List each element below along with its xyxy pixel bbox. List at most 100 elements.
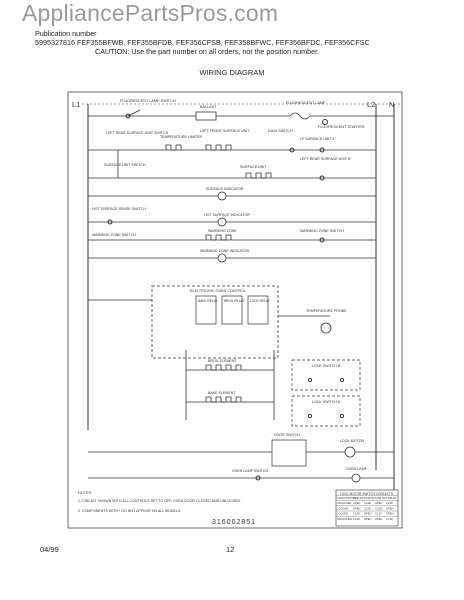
warming-zone-switch-icon: [319, 237, 325, 243]
fl-switch-contact-icon: [125, 113, 131, 119]
table-header-cell: COM-NO: [375, 496, 386, 500]
table-cell: OPEN: [364, 517, 371, 521]
table-cell: OPEN: [353, 501, 360, 505]
hot-surface-indicator-icon: [217, 217, 227, 227]
svg-text:NOTES:: NOTES:: [78, 491, 92, 495]
table-cell: OPEN: [386, 506, 393, 510]
svg-text:BROIL RELAY: BROIL RELAY: [224, 299, 245, 303]
table-cell: CLSD: [364, 501, 371, 505]
svg-text:WARMING ZONE SWITCH: WARMING ZONE SWITCH: [300, 229, 344, 233]
electronic-oven-control: ELECTRONIC OVEN CONTROL BAKE RELAY BROIL…: [88, 285, 347, 359]
lock-switches: LOCK SWITCH B LOCK SWITCH A: [291, 359, 361, 427]
watermark: AppliancePartsPros.com: [22, 0, 279, 26]
svg-text:WARMING ZONE INDICATOR: WARMING ZONE INDICATOR: [200, 249, 249, 253]
svg-text:TEMPERATURE LIMITER: TEMPERATURE LIMITER: [160, 135, 202, 139]
svg-text:LEFT REAR SURFACE UNIT SWITCH: LEFT REAR SURFACE UNIT SWITCH: [106, 131, 169, 135]
svg-text:SURFACE UNIT SWITCH: SURFACE UNIT SWITCH: [104, 163, 146, 167]
lf-unit-element-icon: [205, 144, 232, 151]
svg-text:OVEN LAMP SWITCH: OVEN LAMP SWITCH: [232, 469, 268, 473]
table-cell: CLSD: [353, 517, 360, 521]
svg-text:FLUORESCENT STARTER: FLUORESCENT STARTER: [318, 125, 365, 129]
oven-lamp-switch-icon: [255, 475, 261, 481]
table-cell: LOCKING: [337, 506, 349, 510]
svg-text:SURFACE UNIT: SURFACE UNIT: [240, 165, 267, 169]
svg-text:DUAL SWITCH: DUAL SWITCH: [268, 129, 293, 133]
surface-unit-element-icon: [245, 172, 272, 179]
table-cell: CLSD: [375, 512, 382, 516]
lock-motor-table: LOCK MOTOR SWITCH CONTACTS CAM POSITIONC…: [335, 489, 399, 527]
diagram-frame: [67, 91, 403, 529]
table-title: LOCK MOTOR SWITCH CONTACTS: [340, 492, 393, 496]
table-cell: CLSD: [386, 501, 393, 505]
svg-text:BAKE ELEMENT: BAKE ELEMENT: [208, 391, 236, 395]
svg-text:BALLAST: BALLAST: [200, 105, 217, 109]
svg-text:BROIL ELEMENT: BROIL ELEMENT: [208, 359, 237, 363]
svg-text:2. COMPONENTS WITH * DO NOT AP: 2. COMPONENTS WITH * DO NOT APPEAR ON AL…: [78, 509, 181, 513]
temp-limiter-icon: [165, 144, 182, 151]
svg-text:LOCK MOTOR: LOCK MOTOR: [340, 439, 364, 443]
svg-text:HOT SURFACE SENSE SWITCH: HOT SURFACE SENSE SWITCH: [92, 207, 146, 211]
svg-text:LF SURFACE UNIT 6": LF SURFACE UNIT 6": [300, 137, 336, 141]
broil-element-icon: [205, 364, 242, 371]
oven-lamp-circuit: OVEN LAMP SWITCH OVEN LAMP: [88, 467, 394, 483]
svg-text:FLUORESCENT LAMP SWITCH: FLUORESCENT LAMP SWITCH: [120, 99, 176, 103]
label-n: N: [389, 100, 394, 109]
svg-text:DOOR SWITCH: DOOR SWITCH: [274, 433, 300, 437]
diagram-notes: NOTES: 1. CIRCUIT SHOWN WITH ALL CONTROL…: [78, 491, 241, 513]
fl-starter-icon: [322, 119, 328, 125]
table-cell: OPEN: [386, 512, 393, 516]
svg-text:LEFT REAR SURFACE UNIT 6": LEFT REAR SURFACE UNIT 6": [300, 157, 352, 161]
door-switch-icon: [271, 439, 307, 467]
table-header-cell: COM-NC: [386, 496, 397, 500]
surface-indicator-icon: [217, 191, 227, 201]
hot-surface-switch-icon: [107, 219, 113, 225]
temp-probe-icon: [320, 322, 332, 334]
fl-lamp-icon: [289, 112, 311, 120]
table-cell: LOCKED: [337, 512, 348, 516]
table-cell: CLSD: [353, 512, 360, 516]
label-l2: L2: [367, 100, 375, 109]
warming-zone-element-icon: [205, 234, 232, 241]
lock-relay-icon: [247, 295, 269, 325]
table-cell: OPEN: [375, 501, 382, 505]
broil-relay-icon: [221, 295, 243, 325]
diagram-title: WIRING DIAGRAM: [199, 68, 265, 77]
svg-text:WARMING ZONE SWITCH: WARMING ZONE SWITCH: [92, 233, 136, 237]
svg-text:OVEN LAMP: OVEN LAMP: [346, 467, 368, 471]
lock-motor-icon: [344, 446, 356, 458]
svg-text:SURFACE INDICATOR: SURFACE INDICATOR: [206, 187, 244, 191]
footer-page: 12: [226, 545, 235, 554]
ballast-icon: [195, 111, 217, 121]
table-cell: CLSD: [386, 517, 393, 521]
caution-text: CAUTION: Use the part number on all orde…: [95, 47, 320, 56]
left-surface-circuit: LEFT REAR SURFACE UNIT SWITCH TEMPERATUR…: [88, 129, 376, 181]
svg-text:LEFT FRONT SURFACE UNIT: LEFT FRONT SURFACE UNIT: [200, 129, 250, 133]
publication-number: Publication number: [35, 29, 97, 38]
svg-text:BAKE RELAY: BAKE RELAY: [198, 299, 218, 303]
indicator-circuits: SURFACE INDICATOR HOT SURFACE SENSE SWIT…: [88, 187, 376, 263]
oven-lamp-icon: [351, 473, 361, 483]
svg-text:FLUORESCENT LAMP: FLUORESCENT LAMP: [286, 101, 326, 105]
dual-switch-icon: [289, 147, 295, 153]
svg-text:WARMING ZONE: WARMING ZONE: [208, 229, 237, 233]
oven-elements: BROIL ELEMENT BAKE ELEMENT: [185, 350, 275, 420]
part-number: 316002851: [212, 519, 256, 526]
table-header-cell: COM-NC: [364, 496, 375, 500]
table-cell: UNLOCKED: [337, 501, 352, 505]
svg-text:LOCK SWITCH A: LOCK SWITCH A: [312, 400, 341, 404]
warming-zone-indicator-icon: [217, 253, 227, 263]
table-cell: CLSD: [375, 506, 382, 510]
footer-date: 04/99: [40, 545, 59, 554]
table-cell: UNLOCKING: [337, 517, 352, 521]
bake-relay-icon: [195, 295, 217, 325]
svg-text:1. CIRCUIT SHOWN WITH ALL CONT: 1. CIRCUIT SHOWN WITH ALL CONTROLS SET T…: [78, 499, 241, 503]
table-cell: CLSD: [364, 506, 371, 510]
table-header-cell: COM-NO: [353, 496, 364, 500]
table-cell: OPEN: [353, 506, 360, 510]
table-cell: OPEN: [375, 517, 382, 521]
model-list: 5995327816 FEF355BFWB, FEF355BFDB, FEF35…: [35, 38, 370, 47]
svg-text:ELECTRONIC OVEN CONTROL: ELECTRONIC OVEN CONTROL: [190, 289, 246, 293]
svg-text:LOCK RELAY: LOCK RELAY: [250, 299, 271, 303]
svg-text:TEMPERATURE PROBE: TEMPERATURE PROBE: [306, 309, 347, 313]
